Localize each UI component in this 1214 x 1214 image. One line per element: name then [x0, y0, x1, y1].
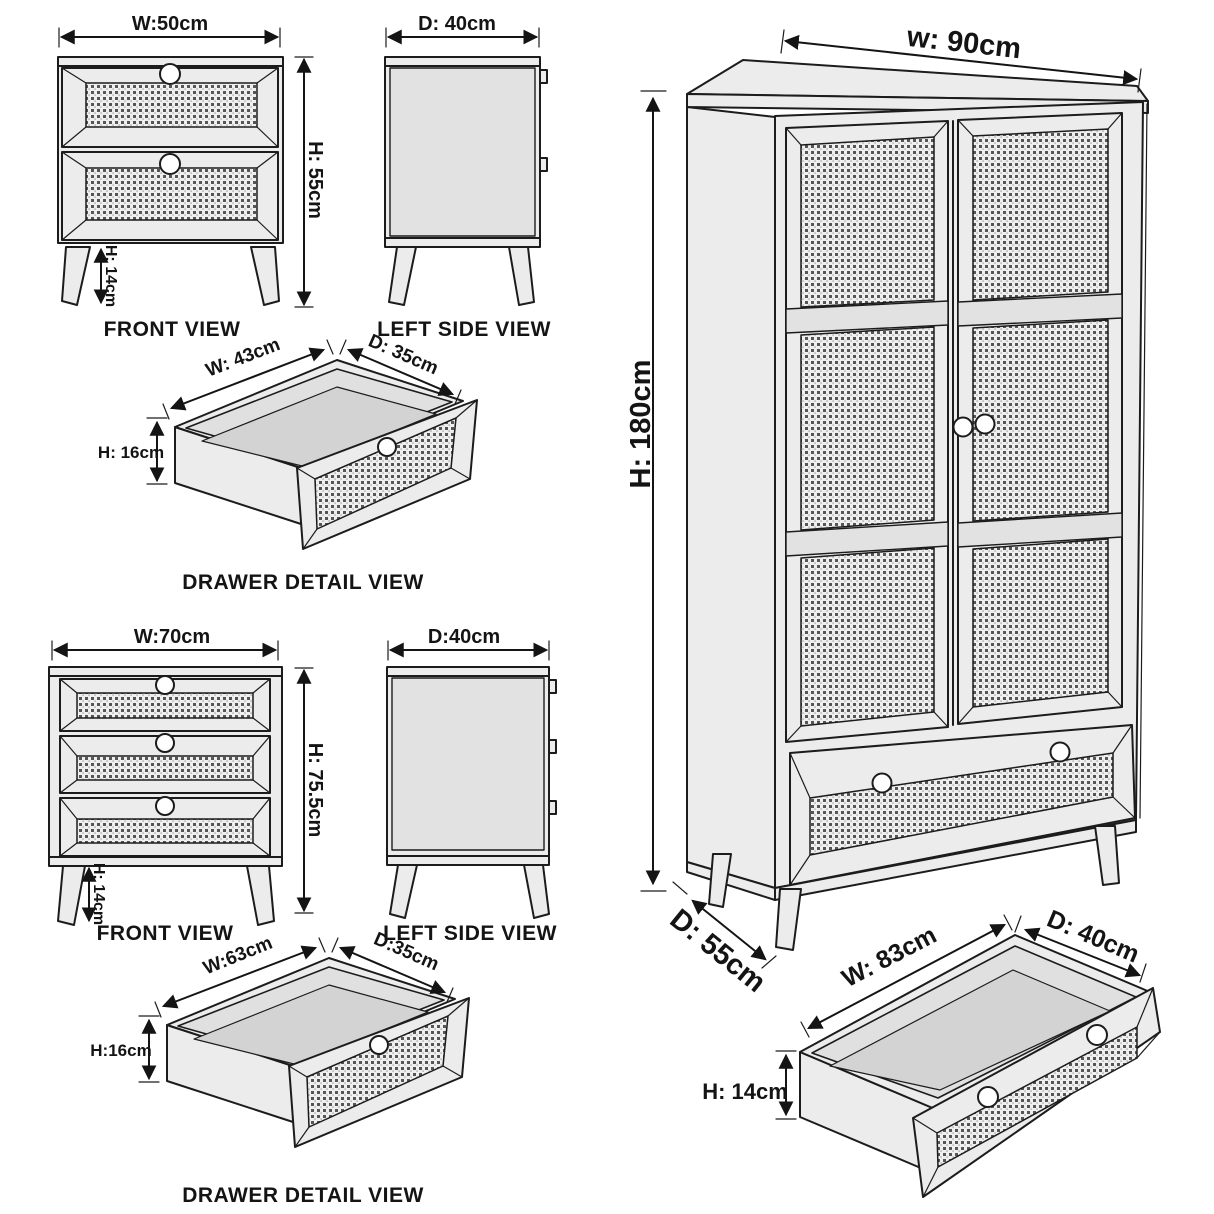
rattan-mesh-panel [972, 128, 1109, 301]
leg [775, 888, 802, 951]
leg [523, 864, 550, 919]
drawer-edge-tab [539, 69, 548, 84]
drawer-knob [155, 733, 175, 753]
drawer-knob [155, 675, 175, 695]
chest-front-caption: FRONT VIEW [97, 922, 234, 945]
drawer-edge-tab [548, 739, 557, 754]
leg [246, 865, 275, 926]
drawer-edge-tab [548, 800, 557, 815]
drawer-edge-tab [548, 679, 557, 694]
drawer-knob [155, 796, 175, 816]
rattan-mesh-panel [800, 136, 935, 308]
leg [508, 246, 535, 306]
rattan-mesh-panel [76, 692, 254, 719]
nightstand-depth-label: D: 40cm [418, 13, 496, 35]
door-knob [952, 416, 974, 438]
drawer-height-label: H:16cm [90, 1041, 151, 1060]
drawer-edge-tab [539, 157, 548, 172]
leg [57, 865, 86, 926]
drawer-knob [159, 63, 181, 85]
leg [388, 246, 417, 306]
nightstand-side-view: D: 40cm LEFT SIDE VIEW [377, 13, 551, 341]
rattan-mesh-panel [85, 167, 258, 221]
nightstand-side-caption: LEFT SIDE VIEW [377, 318, 551, 341]
chest-side-caption: LEFT SIDE VIEW [383, 922, 557, 945]
drawer-knob [159, 153, 181, 175]
wardrobe-drawer-height-label: H: 14cm [702, 1079, 788, 1104]
rattan-mesh-panel [800, 326, 935, 531]
chest-leg-height-label: H: 14cm [90, 863, 107, 925]
drawer-detail-caption: DRAWER DETAIL VIEW [182, 1184, 424, 1207]
nightstand-leg-height-label: H: 14cm [102, 245, 119, 307]
chest-width-label: W:70cm [134, 626, 210, 648]
leg [61, 246, 91, 306]
leg [389, 864, 418, 919]
rattan-mesh-panel [76, 818, 254, 844]
rattan-mesh-panel [972, 319, 1109, 522]
chest-height-label: H: 75.5cm [304, 743, 326, 838]
nightstand-front-view: W:50cm H: 55cm H: 14cm FRONT VIEW [57, 13, 326, 341]
drawer-knob [1086, 1024, 1108, 1046]
chest-front-view: W:70cm H: 75.5cm H: 14cm FRONT VIEW [48, 626, 326, 945]
leg [1094, 825, 1120, 886]
rattan-mesh-panel [76, 755, 254, 781]
chest-depth-label: D:40cm [428, 626, 500, 648]
wardrobe-height-label: H: 180cm [625, 360, 657, 489]
drawer-knob [1049, 741, 1071, 763]
nightstand-height-label: H: 55cm [304, 141, 326, 219]
nightstand-front-caption: FRONT VIEW [104, 318, 241, 341]
drawer-detail-caption: DRAWER DETAIL VIEW [182, 571, 424, 594]
door-knob [974, 413, 996, 435]
rattan-mesh-panel [972, 538, 1109, 708]
drawer-height-label: H: 16cm [98, 443, 164, 462]
drawer-knob [871, 772, 893, 794]
rattan-mesh-panel [800, 547, 935, 727]
rattan-mesh-panel [85, 82, 258, 128]
chest-side-view: D:40cm LEFT SIDE VIEW [383, 626, 557, 945]
leg [250, 246, 280, 306]
nightstand-width-label: W:50cm [132, 13, 208, 35]
drawer-knob [977, 1086, 999, 1108]
